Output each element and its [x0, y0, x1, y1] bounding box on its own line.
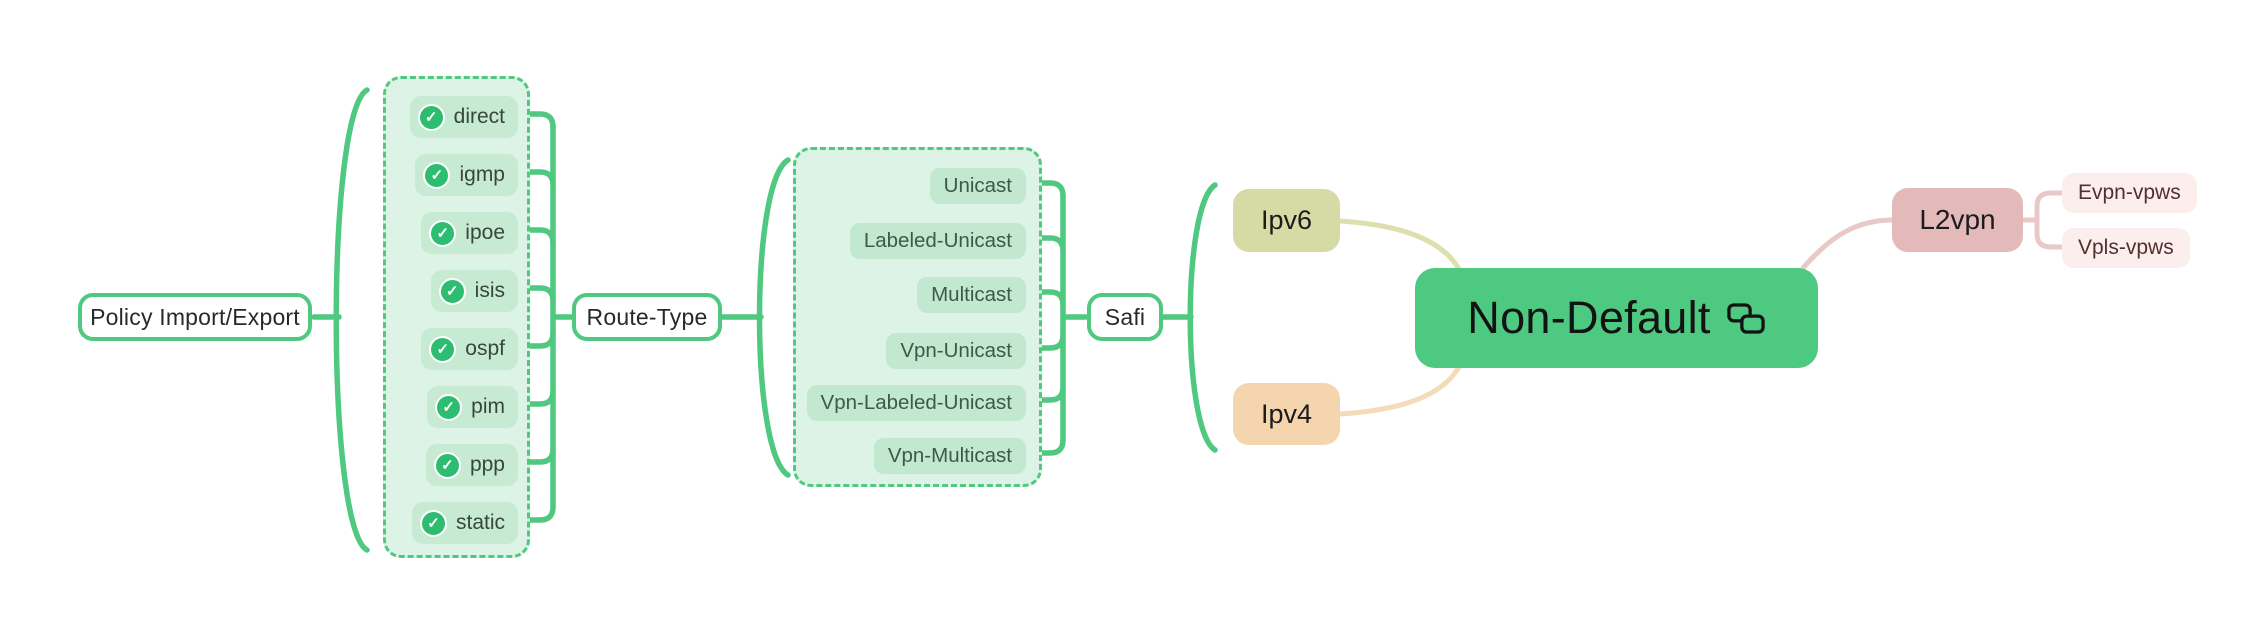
node-label: Safi	[1104, 303, 1146, 330]
safi-option-vpn-multicast[interactable]: Vpn-Multicast	[873, 438, 1026, 474]
route-type-option-static[interactable]: ✓ static	[411, 502, 518, 544]
green-connectors	[311, 87, 1218, 553]
node-route-type[interactable]: Route-Type	[572, 293, 722, 341]
option-label: Multicast	[931, 283, 1012, 306]
node-label: Ipv6	[1260, 205, 1313, 235]
node-label: Route-Type	[586, 303, 708, 330]
check-icon[interactable]: ✓	[429, 219, 457, 247]
ipv4-root-link	[1337, 364, 1462, 417]
node-label: L2vpn	[1919, 204, 1996, 235]
node-l2vpn[interactable]: L2vpn	[1892, 188, 2023, 252]
root-label: Non-Default	[1467, 292, 1711, 343]
check-icon[interactable]: ✓	[423, 161, 451, 189]
node-label: Ipv4	[1260, 398, 1313, 429]
option-label: igmp	[459, 163, 505, 186]
option-label: Vpn-Labeled-Unicast	[820, 391, 1012, 414]
route-type-option-ospf[interactable]: ✓ ospf	[421, 328, 518, 370]
option-label: direct	[453, 105, 505, 128]
safi-option-multicast[interactable]: Multicast	[917, 277, 1026, 313]
node-ipv4[interactable]: Ipv4	[1233, 383, 1340, 445]
check-icon[interactable]: ✓	[438, 277, 466, 305]
route-type-option-direct[interactable]: ✓ direct	[409, 96, 518, 138]
option-label: static	[455, 511, 505, 534]
option-label: ipoe	[465, 221, 505, 244]
safi-option-vpn-labeled-unicast[interactable]: Vpn-Labeled-Unicast	[806, 385, 1026, 421]
option-label: Unicast	[943, 174, 1012, 197]
check-icon[interactable]: ✓	[429, 335, 457, 363]
node-vpls-vpws[interactable]: Vpls-vpws	[2062, 228, 2190, 268]
check-icon[interactable]: ✓	[419, 509, 447, 537]
route-type-group-box: ✓ direct ✓ igmp ✓ ipoe ✓ isis ✓ ospf ✓ p…	[383, 76, 530, 558]
route-type-option-igmp[interactable]: ✓ igmp	[415, 154, 518, 196]
option-label: Vpn-Multicast	[887, 444, 1012, 467]
check-icon[interactable]: ✓	[435, 393, 463, 421]
node-safi[interactable]: Safi	[1087, 293, 1163, 341]
leaf-label: Vpls-vpws	[2078, 236, 2174, 259]
l2vpn-children-link	[2020, 190, 2066, 250]
ip-bracket	[1187, 182, 1218, 453]
leaf-label: Evpn-vpws	[2078, 181, 2181, 204]
node-evpn-vpws[interactable]: Evpn-vpws	[2062, 173, 2197, 213]
safi-option-labeled-unicast[interactable]: Labeled-Unicast	[849, 223, 1026, 259]
option-label: Labeled-Unicast	[863, 229, 1012, 252]
root-l2vpn-link	[1800, 217, 1895, 271]
option-label: isis	[474, 279, 505, 302]
safi-option-vpn-unicast[interactable]: Vpn-Unicast	[886, 333, 1026, 369]
check-icon[interactable]: ✓	[433, 451, 461, 479]
route-type-option-ipoe[interactable]: ✓ ipoe	[421, 212, 518, 254]
route-type-option-pim[interactable]: ✓ pim	[427, 386, 518, 428]
route-type-option-isis[interactable]: ✓ isis	[430, 270, 518, 312]
node-policy-import-export[interactable]: Policy Import/Export	[78, 293, 312, 341]
route-group-bracket	[333, 87, 370, 553]
node-non-default-root[interactable]: Non-Default	[1415, 268, 1818, 368]
check-icon[interactable]: ✓	[417, 103, 445, 131]
colored-connectors	[1337, 190, 2066, 417]
option-label: ppp	[469, 453, 505, 476]
ipv6-root-link	[1337, 218, 1462, 272]
route-type-option-ppp[interactable]: ✓ ppp	[425, 444, 518, 486]
node-label: Policy Import/Export	[90, 303, 300, 330]
option-label: ospf	[465, 337, 505, 360]
safi-group-box: Unicast Labeled-Unicast Multicast Vpn-Un…	[793, 147, 1042, 487]
option-label: pim	[471, 395, 505, 418]
option-label: Vpn-Unicast	[900, 339, 1012, 362]
node-ipv6[interactable]: Ipv6	[1233, 189, 1340, 252]
safi-option-unicast[interactable]: Unicast	[929, 168, 1026, 204]
safi-group-bracket	[756, 157, 791, 478]
copy-icon[interactable]	[1726, 302, 1766, 335]
